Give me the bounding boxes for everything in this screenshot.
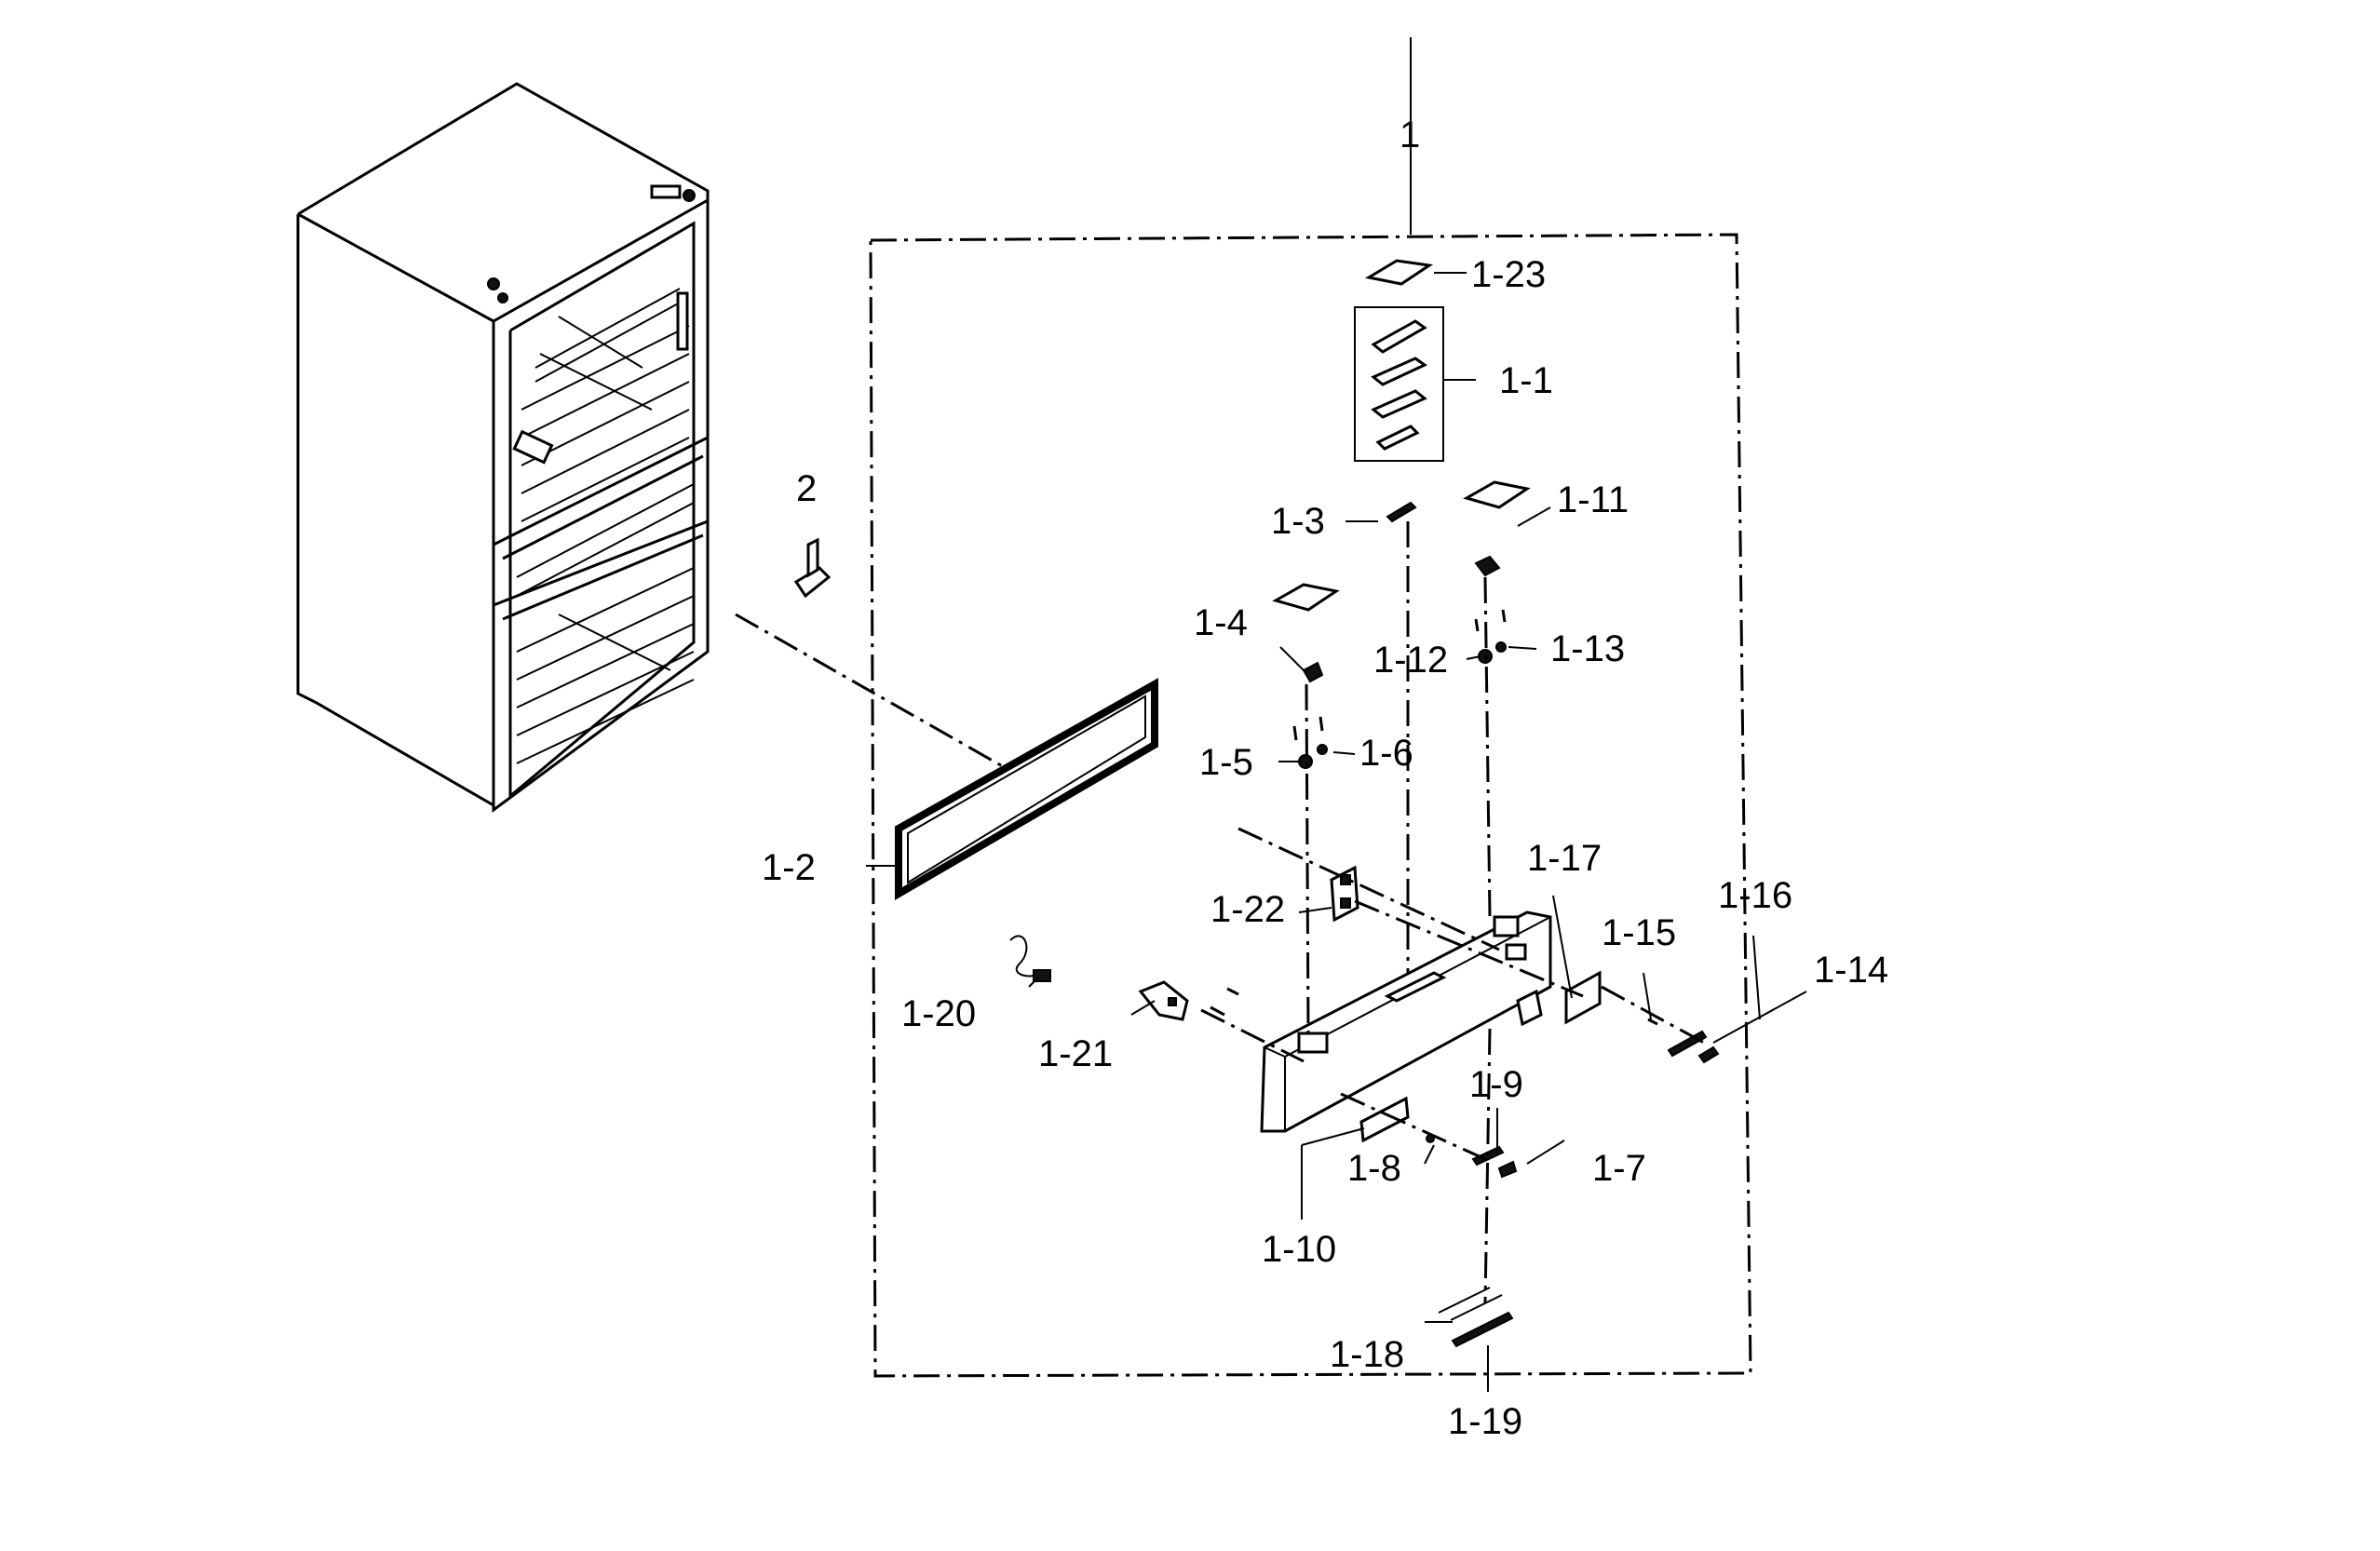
fasteners-1-7-1-9 (1426, 1134, 1518, 1179)
part-1-11-cover (1463, 480, 1531, 509)
small-fasteners (1292, 609, 1507, 769)
label-1-20: 1-20 (901, 993, 976, 1034)
label-1-21: 1-21 (1038, 1033, 1113, 1074)
label-1-6: 1-6 (1359, 733, 1413, 774)
label-1-12: 1-12 (1373, 640, 1448, 681)
assembly-boundary (869, 233, 1752, 1378)
label-1: 1 (1400, 115, 1420, 155)
label-1-1: 1-1 (1499, 360, 1553, 401)
part-1-17-bracket (1564, 970, 1602, 1025)
label-1-4: 1-4 (1194, 602, 1248, 643)
label-1-10: 1-10 (1262, 1229, 1336, 1270)
door-cap-body (1260, 910, 1552, 1133)
part-1-4-cover (1272, 583, 1340, 612)
part-1-23-cover (1364, 259, 1434, 286)
label-1-14: 1-14 (1814, 950, 1888, 991)
label-1-22: 1-22 (1210, 889, 1285, 930)
part-1-10-plate (1359, 1096, 1410, 1143)
part-1-3 (1386, 501, 1417, 523)
label-1-9: 1-9 (1469, 1064, 1523, 1105)
label-1-16: 1-16 (1718, 875, 1792, 916)
strips-1-18-1-19 (1438, 1287, 1514, 1348)
leader-2 (735, 613, 1007, 770)
part-1-4-hinge (1302, 661, 1324, 683)
pins-1-14-1-16 (1647, 1018, 1720, 1064)
label-1-23: 1-23 (1471, 254, 1546, 295)
label-1-8: 1-8 (1347, 1148, 1401, 1189)
callout-labels: 1 1-23 1-1 1-3 1-11 1-4 1-12 1-13 1-5 1-… (762, 115, 1888, 1442)
part-2-bracket (793, 537, 832, 599)
label-1-3: 1-3 (1271, 501, 1325, 542)
assembly-lines (1200, 521, 1705, 1304)
part-1-2-gasket (895, 678, 1158, 900)
label-1-13: 1-13 (1550, 628, 1625, 669)
label-1-2: 1-2 (762, 847, 816, 888)
label-2: 2 (796, 468, 817, 509)
part-1-22-hinge (1330, 865, 1359, 923)
label-1-19: 1-19 (1448, 1401, 1522, 1442)
part-1-21-hinge (1138, 980, 1239, 1021)
label-1-11: 1-11 (1557, 479, 1629, 520)
label-1-17: 1-17 (1527, 838, 1602, 879)
label-1-15: 1-15 (1602, 912, 1676, 953)
leader-lines (866, 37, 1807, 1392)
label-1-18: 1-18 (1330, 1334, 1404, 1375)
label-1-5: 1-5 (1199, 742, 1253, 783)
part-1-11-hinge (1474, 555, 1501, 577)
part-1-1-set (1354, 306, 1444, 462)
refrigerator-cabinet (296, 82, 710, 813)
label-1-7: 1-7 (1592, 1148, 1646, 1189)
part-1-20-sensor (1009, 935, 1051, 982)
